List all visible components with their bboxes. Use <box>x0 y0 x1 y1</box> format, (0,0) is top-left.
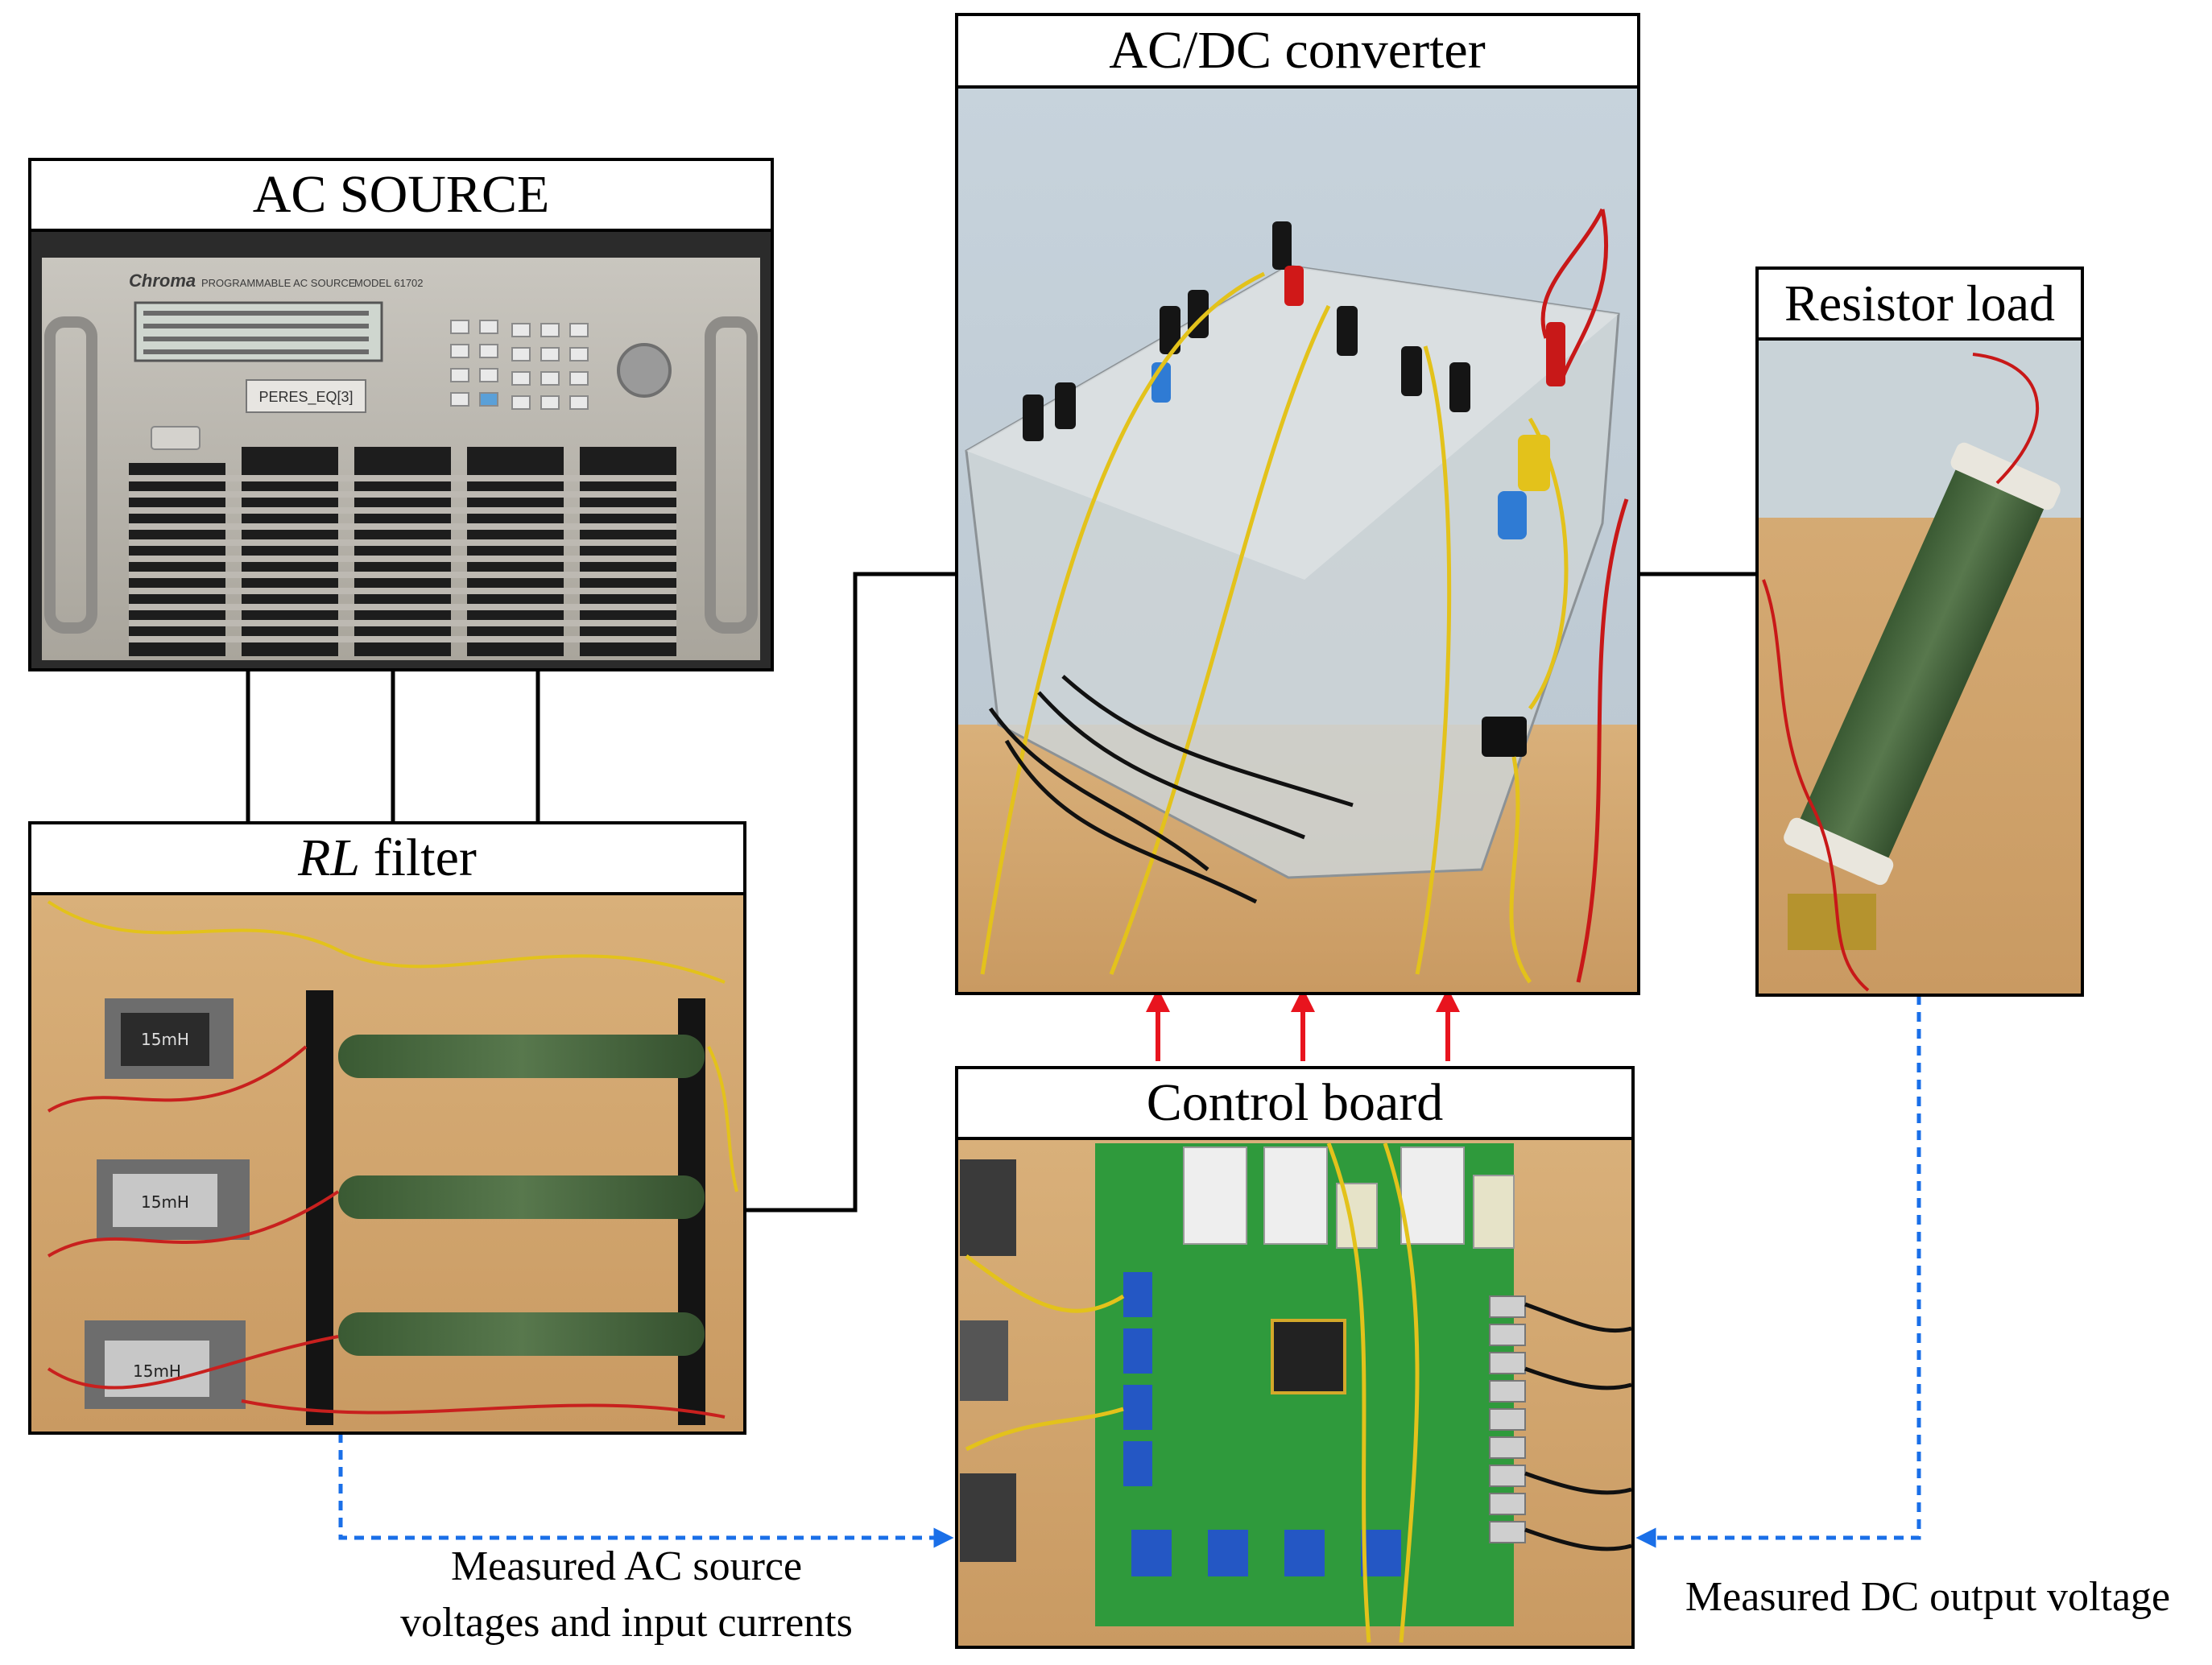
rl-filter-title-box <box>28 821 746 895</box>
inductor-1: 15mH <box>105 998 234 1079</box>
converter-title-box <box>955 13 1640 89</box>
device-keypad <box>450 320 589 410</box>
inductor-label-2: 15mH <box>141 1192 189 1212</box>
inductor-2: 15mH <box>97 1159 250 1240</box>
control-board-photo <box>955 1137 1635 1649</box>
rl-filter-title-italic: RL <box>297 828 360 887</box>
control-arrows <box>1146 988 1460 1061</box>
ac-source-title: AC SOURCE <box>253 165 550 224</box>
inductor-label-1: 15mH <box>141 1030 189 1049</box>
measured-dc-line <box>1635 995 1921 1548</box>
control-board-title-box <box>955 1066 1635 1140</box>
converter-photo <box>955 85 1640 995</box>
measured-ac-line <box>338 1433 954 1548</box>
converter-title: AC/DC converter <box>1109 21 1485 80</box>
device-knob <box>617 343 672 398</box>
device-tag: PERES_EQ[3] <box>258 389 353 406</box>
ac-source-photo: Chroma PROGRAMMABLE AC SOURCE MODEL 6170… <box>28 229 774 671</box>
control-board-title: Control board <box>1147 1073 1443 1132</box>
device-model: MODEL 61702 <box>354 277 424 289</box>
rl-filter-photo: 15mH 15mH 15mH <box>28 892 746 1435</box>
rl-filter-title-rest: filter <box>360 828 477 887</box>
control-board-block: Control board <box>955 1066 1635 1649</box>
inductor-label-3: 15mH <box>133 1361 181 1381</box>
mcu-chip <box>1271 1319 1346 1394</box>
resistor-load-title: Resistor load <box>1784 275 2055 332</box>
device-caption: PROGRAMMABLE AC SOURCE <box>201 277 356 289</box>
ac-source-title-box <box>28 158 774 232</box>
load-resistor-tube <box>1798 456 2048 868</box>
resistor-load-title-box <box>1755 266 2084 341</box>
rl-filter-title: RL filter <box>297 828 477 887</box>
device-brand: Chroma <box>129 271 196 291</box>
measured-dc-label: Measured DC output voltage <box>1685 1574 2170 1620</box>
filter-resistor-1 <box>338 1035 705 1078</box>
ac-source-block: AC SOURCE Chroma PROGRAMMABLE AC SOURCE … <box>28 158 774 671</box>
converter-block: AC/DC converter <box>955 13 1640 995</box>
measured-ac-label-line1: Measured AC source <box>451 1543 802 1589</box>
filter-resistor-3 <box>338 1312 705 1356</box>
power-wires <box>246 572 1757 1213</box>
device-tag-plate <box>246 379 366 413</box>
filter-resistor-2 <box>338 1175 705 1219</box>
measured-ac-label-line2: voltages and input currents <box>400 1600 853 1646</box>
resistor-load-photo <box>1755 337 2084 997</box>
resistor-load-block: Resistor load <box>1755 266 2084 997</box>
filter-to-converter-wire <box>745 572 957 1213</box>
rl-filter-block: RL filter 15mH 15mH 15mH <box>28 821 746 1435</box>
inductor-3: 15mH <box>85 1320 246 1409</box>
measurement-lines <box>338 995 1921 1548</box>
